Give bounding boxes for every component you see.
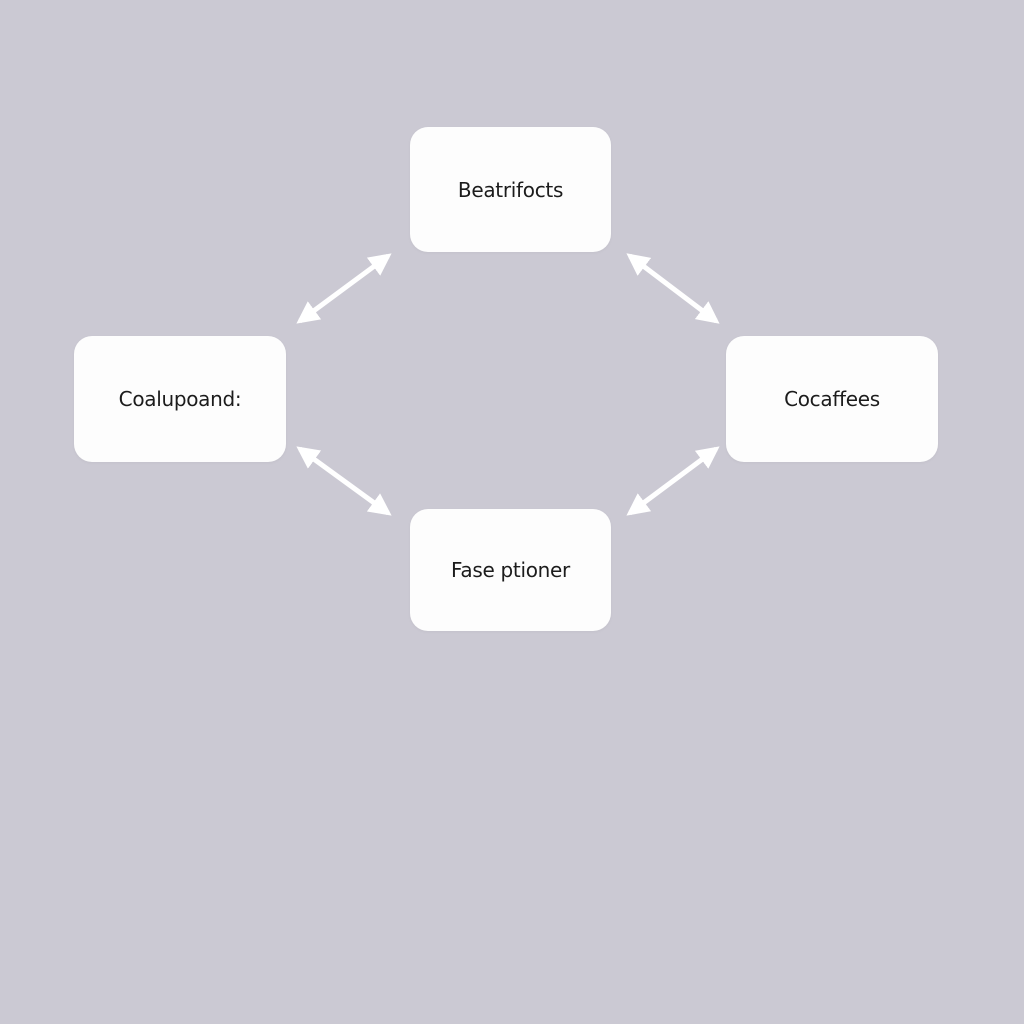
arrow-right-bottom xyxy=(626,446,720,516)
node-right: Cocaffees xyxy=(726,336,938,462)
node-top: Beatrifocts xyxy=(410,127,611,252)
node-bottom-label: Fase ptioner xyxy=(451,558,570,582)
node-bottom: Fase ptioner xyxy=(410,509,611,631)
arrow-left-bottom xyxy=(296,446,392,516)
node-left-label: Coalupoand: xyxy=(118,387,242,411)
node-right-label: Cocaffees xyxy=(784,387,880,411)
node-left: Coalupoand: xyxy=(74,336,286,462)
arrow-top-right xyxy=(626,253,720,324)
node-top-label: Beatrifocts xyxy=(457,177,564,202)
arrow-left-top xyxy=(296,253,392,324)
